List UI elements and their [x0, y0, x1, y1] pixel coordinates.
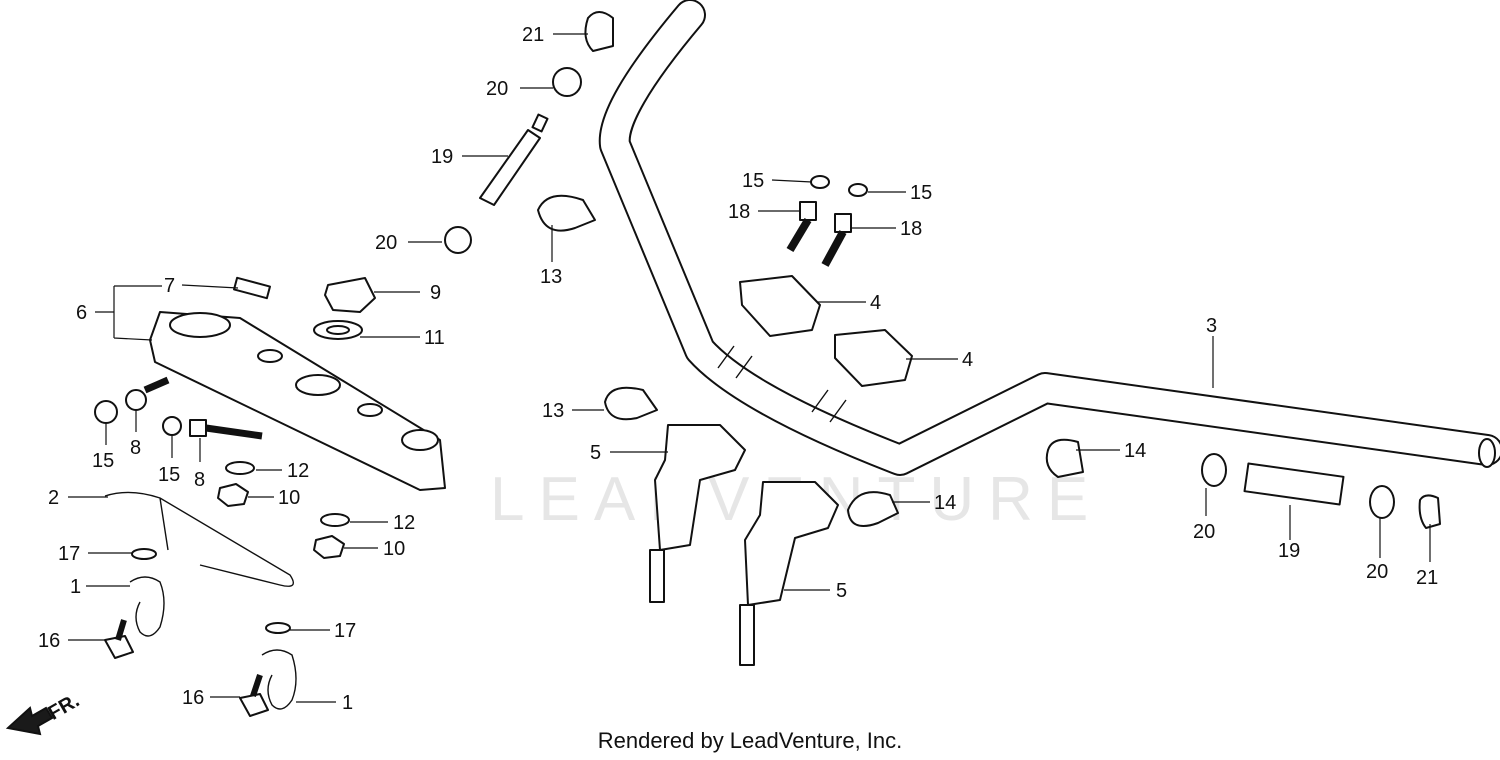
callout-15: 15	[158, 464, 180, 486]
callout-16: 16	[38, 630, 60, 652]
lower-holder	[649, 424, 839, 666]
weight-rod	[479, 113, 1345, 506]
callout-8: 8	[194, 469, 205, 491]
callout-labels: 21 20 19 20 13 7 6 9 11 15 8 15 8 12 10 …	[38, 24, 1438, 714]
callout-13: 13	[540, 266, 562, 288]
callout-20: 20	[1366, 561, 1388, 583]
callout-14: 14	[934, 492, 956, 514]
wire-band	[104, 491, 297, 710]
callout-16: 16	[182, 687, 204, 709]
callout-9: 9	[430, 282, 441, 304]
callout-15: 15	[92, 450, 114, 472]
leader-lines	[68, 33, 1431, 703]
callout-20: 20	[375, 232, 397, 254]
front-arrow-icon	[5, 706, 54, 736]
steering-nut	[313, 277, 376, 340]
handlebar	[598, 0, 1500, 476]
callout-19: 19	[1278, 540, 1300, 562]
callout-8: 8	[130, 437, 141, 459]
callout-21: 21	[522, 24, 544, 46]
cable-clamp	[537, 11, 1441, 529]
upper-holder	[739, 275, 913, 387]
callout-15: 15	[910, 182, 932, 204]
callout-12: 12	[393, 512, 415, 534]
callout-4: 4	[870, 292, 881, 314]
callout-6: 6	[76, 302, 87, 324]
callout-4: 4	[962, 349, 973, 371]
callout-18: 18	[728, 201, 750, 223]
callout-15: 15	[742, 170, 764, 192]
callout-17: 17	[58, 543, 80, 565]
callout-21: 21	[1416, 567, 1438, 589]
callout-17: 17	[334, 620, 356, 642]
callout-7: 7	[164, 275, 175, 297]
callout-3: 3	[1206, 315, 1217, 337]
callout-20: 20	[1193, 521, 1215, 543]
callout-20: 20	[486, 78, 508, 100]
callout-10: 10	[278, 487, 300, 509]
top-bridge	[149, 311, 446, 491]
callout-19: 19	[431, 146, 453, 168]
callout-5: 5	[590, 442, 601, 464]
callout-11: 11	[424, 327, 445, 349]
small-hardware	[94, 276, 350, 717]
callout-12: 12	[287, 460, 309, 482]
callout-1: 1	[70, 576, 81, 598]
callout-2: 2	[48, 487, 59, 509]
render-caption: Rendered by LeadVenture, Inc.	[597, 728, 903, 753]
weight-cushion	[444, 67, 1395, 519]
holder-bolt	[786, 175, 868, 267]
callout-13: 13	[542, 400, 564, 422]
callout-5: 5	[836, 580, 847, 602]
callout-1: 1	[342, 692, 353, 714]
callout-10: 10	[383, 538, 405, 560]
callout-18: 18	[900, 218, 922, 240]
callout-14: 14	[1124, 440, 1146, 462]
